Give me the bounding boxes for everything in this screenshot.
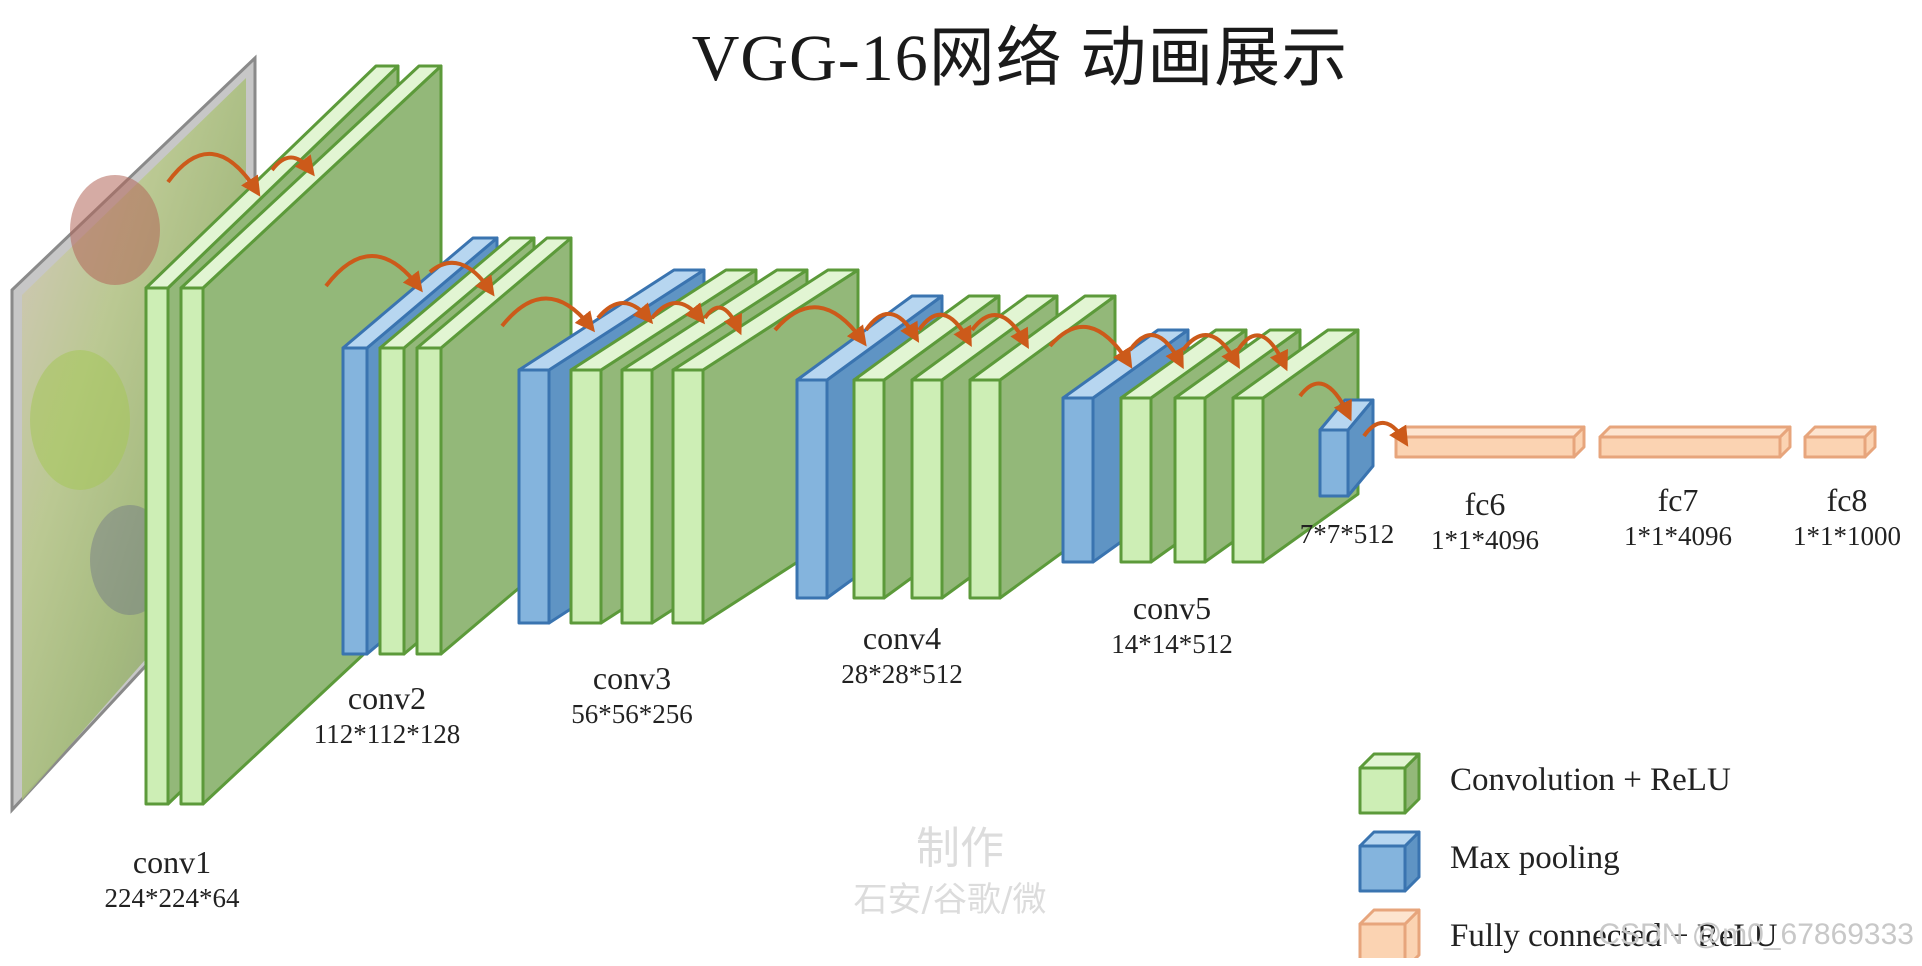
flow-arrow: [1236, 333, 1288, 372]
slab-front: [1803, 435, 1867, 459]
layer-dims: 112*112*128: [313, 719, 461, 749]
layer-name: fc8: [1826, 482, 1868, 518]
slab-front: [910, 378, 944, 600]
slab-front: [144, 286, 170, 806]
layer-dims: 1*1*4096: [1624, 521, 1732, 551]
conv5-slab: [1231, 328, 1360, 564]
slab-front: [1061, 396, 1095, 564]
layer-dims: 14*14*512: [1111, 629, 1233, 659]
layer-dims: 1*1*1000: [1793, 521, 1901, 551]
watermark-text: 制作: [916, 823, 1004, 874]
label-fc7: fc7 1*1*4096: [1603, 480, 1753, 554]
watermark-line1: 制作: [800, 812, 1120, 876]
page-title: VGG-16网络 动画展示: [691, 22, 1349, 95]
label-conv1: conv1 224*224*64: [72, 842, 272, 916]
label-conv5: conv5 14*14*512: [1072, 588, 1272, 662]
slab-front: [1119, 396, 1153, 564]
fc7-bar: [1598, 425, 1792, 459]
slab-front: [795, 378, 829, 600]
slab-front: [1173, 396, 1207, 564]
flow-arrow: [1298, 381, 1352, 422]
fc8-bar: [1803, 425, 1877, 459]
slab-front: [671, 368, 705, 625]
legend-conv: Convolution + ReLU: [1360, 750, 1731, 810]
fc-cube-icon: [1360, 906, 1420, 966]
layer-dims: 1*1*4096: [1431, 525, 1539, 555]
slab-front: [179, 286, 205, 806]
legend-conv-cube: [1358, 752, 1421, 815]
label-conv2: conv2 112*112*128: [287, 678, 487, 752]
slab-front: [1358, 766, 1407, 815]
flow-arrow: [773, 305, 867, 347]
layer-name: conv4: [862, 620, 942, 656]
legend-fc: Fully connected + ReLU: [1360, 906, 1777, 966]
flow-arrow: [1362, 421, 1409, 447]
slab-front: [852, 378, 886, 600]
layer-dims: 28*28*512: [841, 659, 963, 689]
credit-watermark: CSDN @m0_67869333: [1598, 918, 1914, 951]
slab-front: [341, 346, 369, 656]
slab-front: [517, 368, 551, 625]
pool5-slab: [1318, 398, 1375, 498]
flow-arrow: [917, 312, 972, 348]
slab-front: [569, 368, 603, 625]
flow-arrow: [1128, 333, 1184, 370]
flow-arrow: [650, 301, 706, 325]
flow-arrow: [166, 152, 261, 197]
slab-front: [1394, 435, 1576, 459]
watermark-text: 石安/谷歌/微: [853, 880, 1047, 920]
fc6-bar: [1394, 425, 1586, 459]
layer-name: fc7: [1657, 482, 1699, 518]
slab-front: [968, 378, 1002, 600]
layer-name: fc6: [1464, 486, 1506, 522]
legend-fc-cube: [1358, 908, 1421, 958]
flow-arrow: [703, 305, 742, 336]
legend-pool-cube: [1358, 830, 1421, 893]
pool-cube-icon: [1360, 828, 1420, 888]
slab-front: [1358, 922, 1407, 958]
flow-arrow: [970, 313, 1029, 349]
label-fc8: fc8 1*1*1000: [1777, 480, 1917, 554]
slab-front: [620, 368, 654, 625]
label-pool5: 7*7*512: [1272, 518, 1422, 552]
label-conv4: conv4 28*28*512: [802, 618, 1002, 692]
slab-front: [1598, 435, 1782, 459]
flow-arrow: [596, 301, 654, 325]
label-fc6: fc6 1*1*4096: [1410, 484, 1560, 558]
slab-front: [1231, 396, 1265, 564]
layer-name: conv1: [132, 844, 212, 880]
legend-pool: Max pooling: [1360, 828, 1620, 888]
legend-label: Fully connected + ReLU: [1450, 917, 1778, 954]
conv-cube-icon: [1360, 750, 1420, 810]
slab-front: [415, 346, 443, 656]
slab-front: [1318, 428, 1350, 498]
watermark-line2: 石安/谷歌/微: [690, 872, 1210, 921]
label-conv3: conv3 56*56*256: [532, 658, 732, 732]
legend-label: Convolution + ReLU: [1450, 761, 1731, 798]
slab-front: [1358, 844, 1407, 893]
flow-arrow: [864, 311, 920, 343]
layer-dims: 7*7*512: [1299, 519, 1395, 549]
flow-arrow: [1181, 333, 1240, 369]
flow-arrow: [324, 254, 423, 293]
legend-label: Max pooling: [1450, 839, 1620, 876]
layer-name: conv2: [347, 680, 427, 716]
flow-arrow: [1048, 324, 1133, 369]
flow-arrow: [500, 296, 596, 333]
layer-dims: 224*224*64: [104, 883, 240, 913]
layer-dims: 56*56*256: [571, 699, 693, 729]
flow-arrow: [428, 260, 495, 297]
layer-name: conv5: [1132, 590, 1212, 626]
flow-arrow: [270, 154, 315, 177]
slab-front: [378, 346, 406, 656]
layer-name: conv3: [592, 660, 672, 696]
